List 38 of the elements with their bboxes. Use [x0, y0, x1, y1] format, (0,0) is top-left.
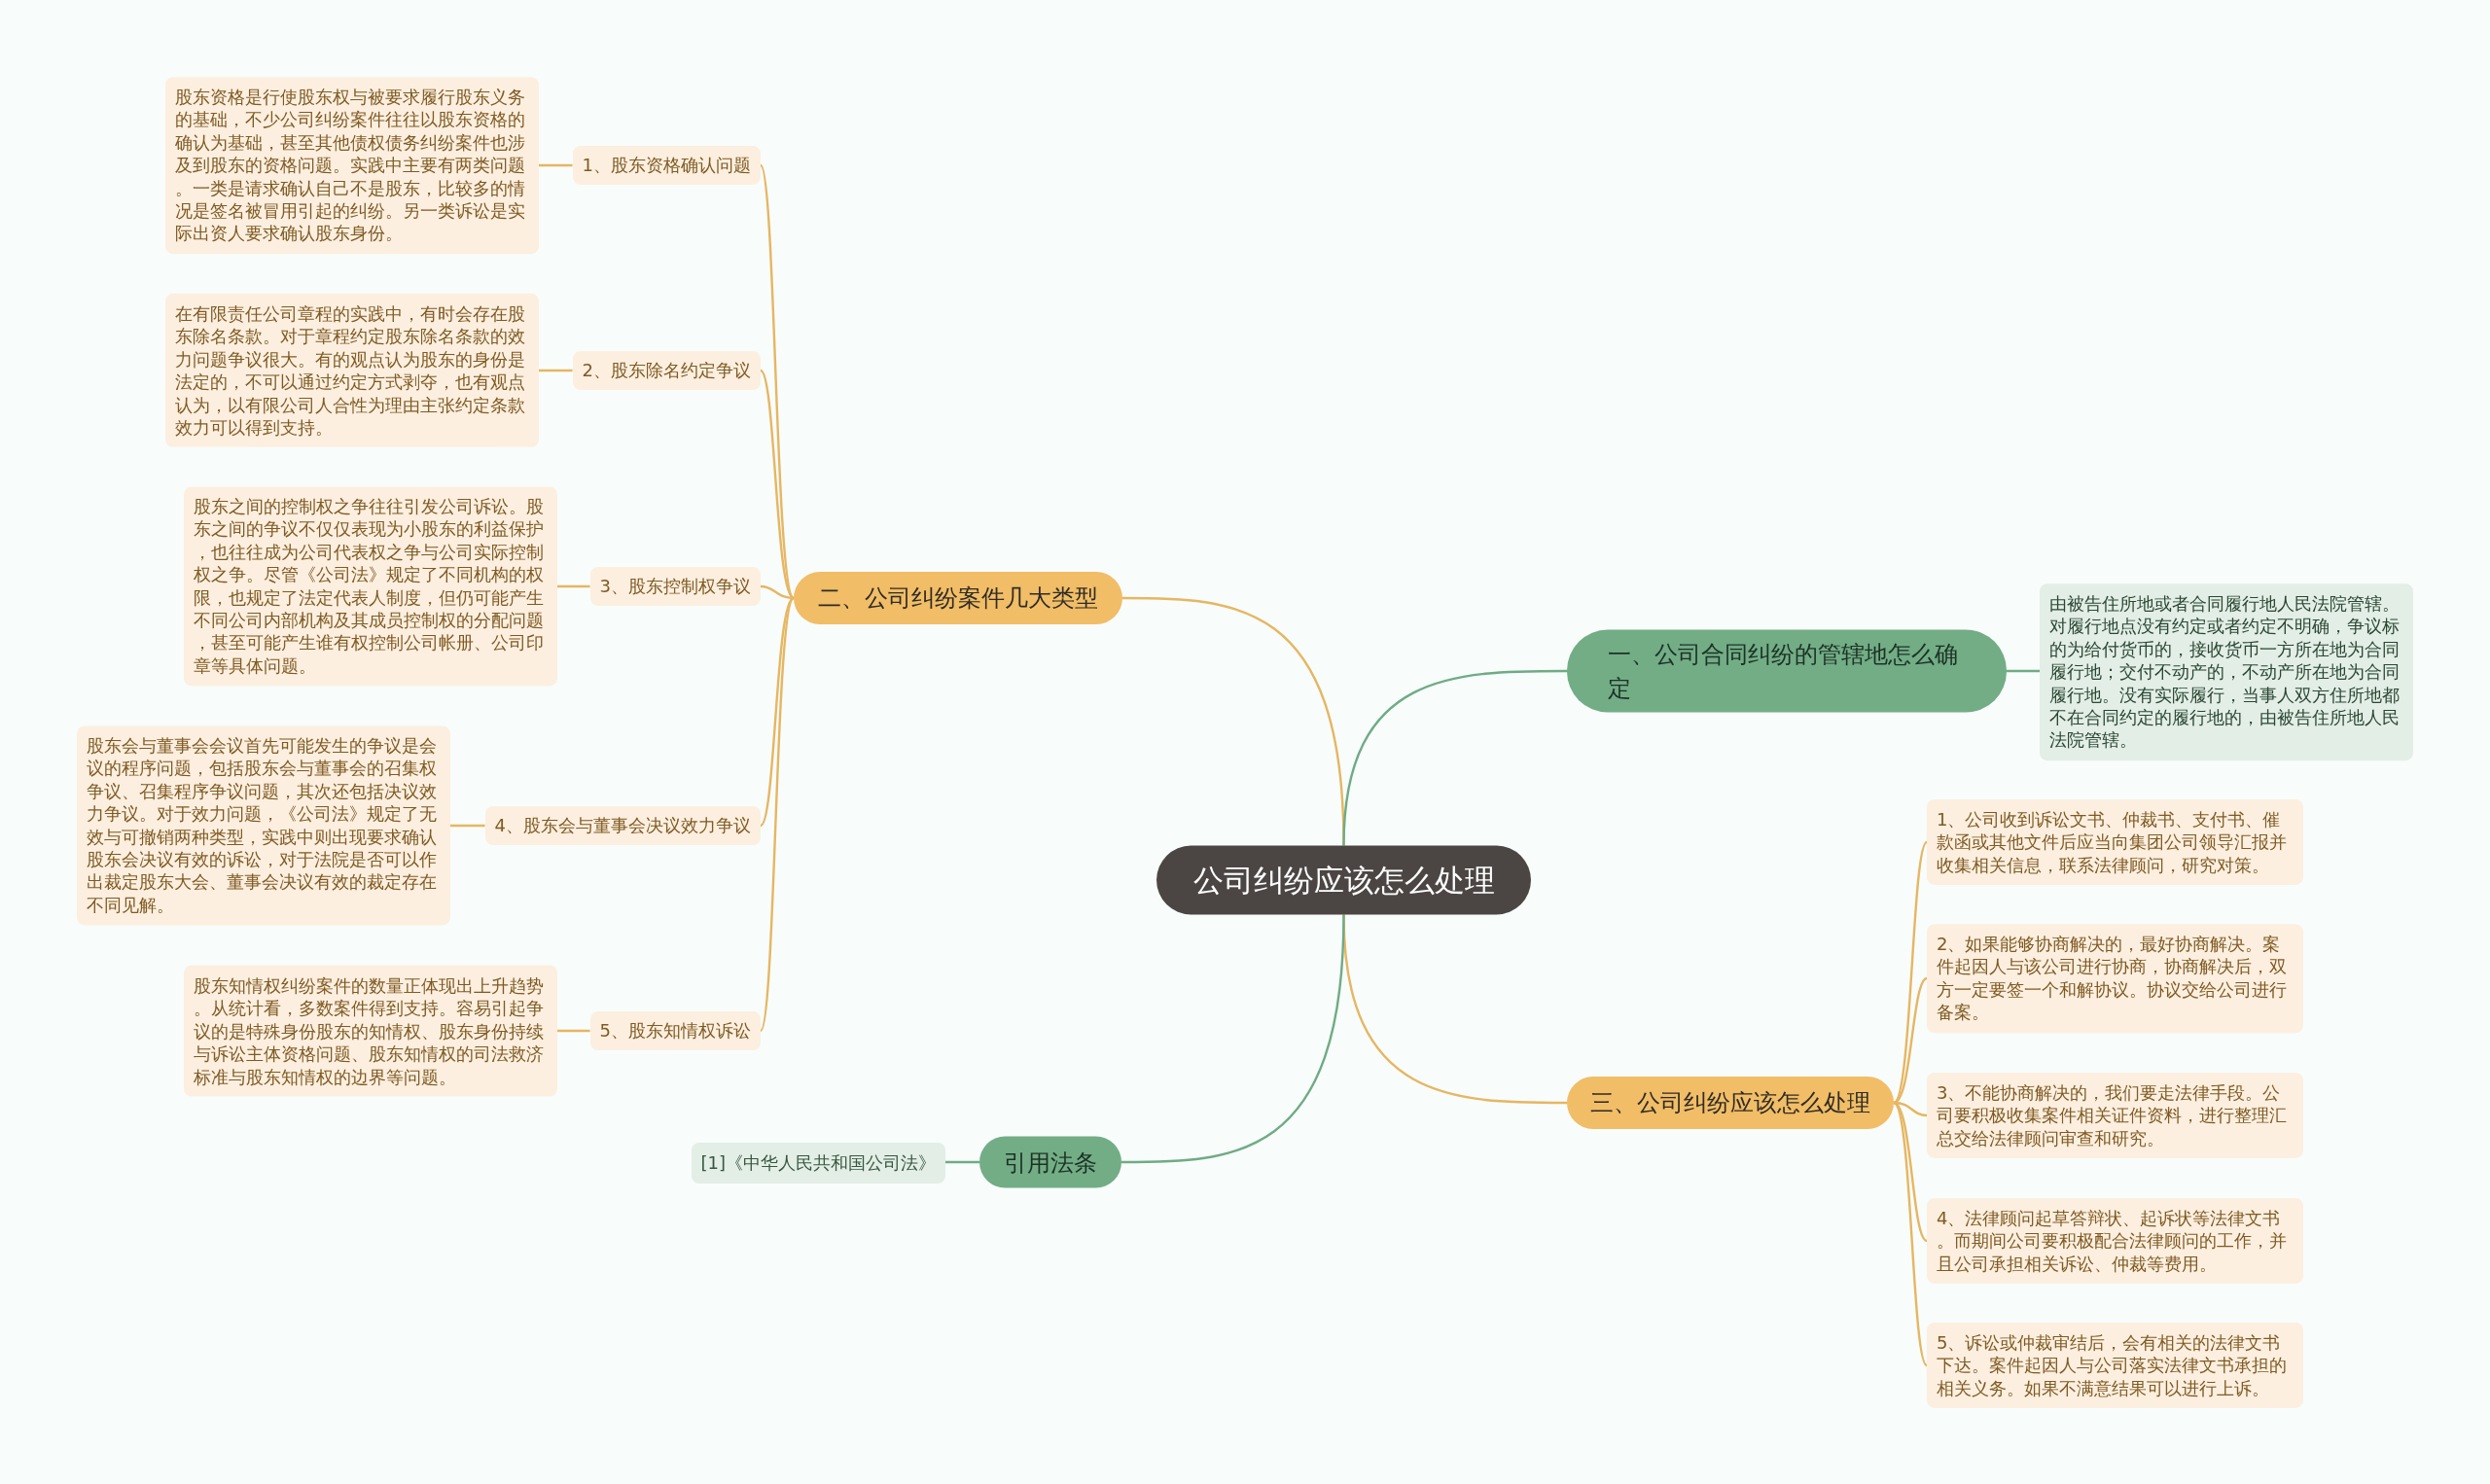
connector-line — [1893, 1102, 1928, 1366]
text-card: 2、如果能够协商解决的，最好协商解决。案件起因人与该公司进行协商，协商解决后，双方一定要签一个和解协议。协议交给公司进行备案。 — [1927, 924, 2303, 1033]
connector-line — [2007, 669, 2040, 673]
branch-topic-pill: 一、公司合同纠纷的管辖地怎么确定 — [1567, 629, 2007, 713]
text-card: 4、法律顾问起草答辩状、起诉状等法律文书。而期间公司要积极配合法律顾问的工作，并且公司承担相关诉讼、仲裁等费用。 — [1927, 1197, 2303, 1285]
text-card: 1、公司收到诉讼文书、仲裁书、支付书、催款函或其他文件后应当向集团公司领导汇报并收集相关信息，联系法律顾问，研究对策。 — [1927, 798, 2303, 886]
connector-line — [1342, 669, 1567, 846]
connector-line — [759, 597, 796, 1032]
connector-line — [450, 824, 485, 828]
subtopic-tag: 3、股东控制权争议 — [589, 567, 761, 606]
connector-line — [760, 370, 795, 599]
text-card: 股东资格是行使股东权与被要求履行股东义务的基础，不少公司纠纷案件往往以股东资格的确认为基础，甚至其他债权债务纠纷案件也涉及到股东的资格问题。实践中主要有两类问题。一类是请求确认自己不是股东，比较多的情况是签名被冒用引起的纠纷。另一类诉讼是实际出资人要求确认股东身份。 — [165, 77, 539, 254]
text-card: 股东会与董事会会议首先可能发生的争议是会议的程序问题，包括股东会与董事会的召集权争议、召集程序争议问题，其次还包括决议效力争议。对于效力问题，《公司法》规定了无效与可撤销两种类型，实践中则出现要求确认股东会决议有效的诉讼，对于法院是否可以作出裁定股东大会、董事会决议有效的裁定存在不同见解。 — [77, 725, 450, 926]
branch-topic-pill: 二、公司纠纷案件几大类型 — [794, 572, 1122, 624]
citation-tag: [1]《中华人民共和国公司法》 — [691, 1143, 945, 1184]
connector-line — [1893, 841, 1928, 1104]
branch-topic-pill: 引用法条 — [979, 1136, 1121, 1188]
subtopic-tag: 5、股东知情权诉讼 — [589, 1011, 761, 1050]
text-card: 3、不能协商解决的，我们要走法律手段。公司要积极收集案件相关证件资料，进行整理汇总交给法律顾问审查和研究。 — [1927, 1072, 2303, 1159]
connector-line — [557, 584, 590, 588]
subtopic-tag: 4、股东会与董事会决议效力争议 — [484, 806, 761, 845]
connector-line — [539, 163, 573, 167]
connector-line — [760, 584, 795, 600]
connector-line — [1121, 914, 1345, 1164]
subtopic-tag: 2、股东除名约定争议 — [572, 351, 761, 390]
connector-line — [760, 597, 795, 827]
subtopic-tag: 1、股东资格确认问题 — [572, 146, 761, 185]
text-card: 在有限责任公司章程的实践中，有时会存在股东除名条款。对于章程约定股东除名条款的效力问题争议很大。有的观点认为股东的身份是法定的，不可以通过约定方式剥夺，也有观点认为，以有限公司人合性为理由主张约定条款效力可以得到支持。 — [165, 293, 539, 448]
text-card: 5、诉讼或仲裁审结后，会有相关的法律文书下达。案件起因人与公司落实法律文书承担的相关义务。如果不满意结果可以进行上诉。 — [1927, 1322, 2303, 1409]
connector-line — [945, 1160, 979, 1164]
connector-line — [759, 164, 796, 599]
text-card: 由被告住所地或者合同履行地人民法院管辖。对履行地点没有约定或者约定不明确，争议标的为给付货币的，接收货币一方所在地为合同履行地；交付不动产的，不动产所在地为合同履行地。没有实际履行，当事人双方住所地都不在合同约定的履行地的，由被告住所地人民法院管辖。 — [2040, 583, 2413, 760]
connector-line — [539, 369, 573, 372]
central-topic-pill: 公司纠纷应该怎么处理 — [1156, 845, 1531, 915]
text-card: 股东知情权纠纷案件的数量正体现出上升趋势。从统计看，多数案件得到支持。容易引起争议的是特殊身份股东的知情权、股东身份持续与诉讼主体资格问题、股东知情权的司法救济标准与股东知情权的边界等问题。 — [184, 965, 557, 1097]
branch-topic-pill: 三、公司纠纷应该怎么处理 — [1567, 1077, 1894, 1129]
text-card: 股东之间的控制权之争往往引发公司诉讼。股东之间的争议不仅仅表现为小股东的利益保护，也往往成为公司代表权之争与公司实际控制权之争。尽管《公司法》规定了不同机构的权限，也规定了法定代表人制度，但仍可能产生不同公司内部机构及其成员控制权的分配问题，甚至可能产生谁有权控制公司帐册、公司印章等具体问题。 — [184, 486, 557, 687]
connector-line — [557, 1029, 590, 1033]
